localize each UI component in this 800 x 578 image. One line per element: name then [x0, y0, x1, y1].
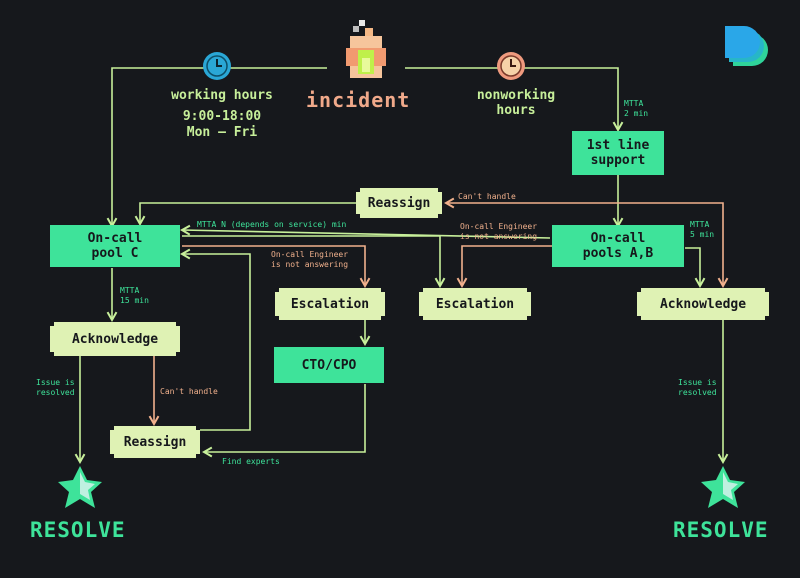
- nonworking-hours-line1: nonworking: [476, 88, 556, 103]
- issue-resolved-right-line2: resolved: [678, 388, 717, 397]
- oncall-ab-line1: On-call: [590, 231, 646, 246]
- working-hours-time: 9:00-18:00: [182, 109, 262, 124]
- star-icon: [701, 466, 745, 508]
- reassign-top-label: Reassign: [367, 195, 431, 211]
- acknowledge-right-node[interactable]: Acknowledge: [637, 288, 769, 320]
- first-line-line2: support: [590, 153, 646, 168]
- logo-icon: [725, 26, 768, 66]
- oncall-ab-line2: pools A,B: [582, 246, 654, 261]
- connector-reassign-to-c-loop: [179, 248, 251, 431]
- mtta-2-label: MTTA 2 min: [624, 99, 648, 119]
- not-answering-mid-line1: On-call Engineer: [271, 250, 349, 259]
- mtta-2-line1: MTTA: [624, 99, 644, 108]
- issue-resolved-right-line1: Issue is: [678, 378, 717, 387]
- cant-handle-bottom-label: Can't handle: [160, 387, 218, 396]
- issue-resolved-right-label: Issue is resolved: [678, 378, 717, 398]
- mtta-15-line2: 15 min: [120, 296, 149, 305]
- issue-resolved-left-line1: Issue is: [36, 378, 75, 387]
- connector-cant-handle-top: [443, 197, 729, 289]
- find-experts-label: Find experts: [222, 457, 280, 466]
- not-answering-mid-label: On-call Engineer is not answering: [271, 250, 348, 270]
- first-line-support-node[interactable]: 1st line support: [572, 131, 664, 175]
- issue-resolved-left-line2: resolved: [36, 388, 75, 397]
- fire-icon: [346, 20, 386, 78]
- cto-cpo-node[interactable]: CTO/CPO: [274, 347, 384, 383]
- reassign-bottom-node[interactable]: Reassign: [110, 426, 200, 458]
- mtta-15-label: MTTA 15 min: [120, 286, 149, 306]
- resolve-left-label: RESOLVE: [30, 518, 126, 542]
- mtta-n-label: MTTA N (depends on service) min: [197, 220, 347, 229]
- acknowledge-right-label: Acknowledge: [659, 296, 747, 312]
- working-hours-label: working hours: [171, 88, 273, 103]
- working-hours-days: Mon — Fri: [186, 125, 258, 140]
- mtta-5-label: MTTA 5 min: [690, 220, 714, 240]
- reassign-top-node[interactable]: Reassign: [356, 188, 442, 218]
- mtta-5-line1: MTTA: [690, 220, 710, 229]
- not-answering-right-label: On-call Engineer is not answering: [460, 222, 537, 242]
- oncall-c-line1: On-call: [87, 231, 143, 246]
- cant-handle-top-label: Can't handle: [458, 192, 516, 201]
- clock-icon: [203, 52, 231, 80]
- connector-incident-to-nonworking: [405, 67, 624, 133]
- connector-not-answering-right: [456, 245, 552, 289]
- escalation-right-node[interactable]: Escalation: [419, 288, 531, 320]
- mtta-2-line2: 2 min: [624, 109, 649, 118]
- not-answering-right-line2: is not answering: [460, 232, 538, 241]
- acknowledge-left-node[interactable]: Acknowledge: [50, 322, 180, 356]
- connector-ab-to-acknowledge: [685, 247, 706, 289]
- connector-cto-to-reassign: [201, 384, 366, 458]
- mtta-5-line2: 5 min: [690, 230, 715, 239]
- connector-not-answering-mid: [182, 245, 371, 289]
- acknowledge-left-label: Acknowledge: [71, 331, 159, 347]
- resolve-right-label: RESOLVE: [673, 518, 769, 542]
- nonworking-hours-line2: hours: [496, 103, 536, 118]
- escalation-right-label: Escalation: [435, 296, 515, 312]
- issue-resolved-left-label: Issue is resolved: [36, 378, 75, 398]
- oncall-c-line2: pool C: [91, 246, 139, 261]
- oncall-pools-ab-node[interactable]: On-call pools A,B: [552, 225, 684, 267]
- clock-icon: [497, 52, 525, 80]
- incident-title: incident: [306, 88, 411, 112]
- not-answering-right-line1: On-call Engineer: [460, 222, 538, 231]
- escalation-left-label: Escalation: [290, 296, 370, 312]
- star-icon: [58, 466, 102, 508]
- first-line-line1: 1st line: [586, 138, 650, 153]
- cto-cpo-label: CTO/CPO: [301, 357, 357, 373]
- escalation-left-node[interactable]: Escalation: [275, 288, 385, 320]
- connector-c-to-escalation-right: [182, 235, 446, 289]
- oncall-pool-c-node[interactable]: On-call pool C: [50, 225, 180, 267]
- connector-incident-to-working: [106, 67, 327, 229]
- mtta-15-line1: MTTA: [120, 286, 140, 295]
- not-answering-mid-line2: is not answering: [271, 260, 349, 269]
- reassign-bottom-label: Reassign: [123, 434, 187, 450]
- connector-reassign-to-c: [134, 202, 356, 227]
